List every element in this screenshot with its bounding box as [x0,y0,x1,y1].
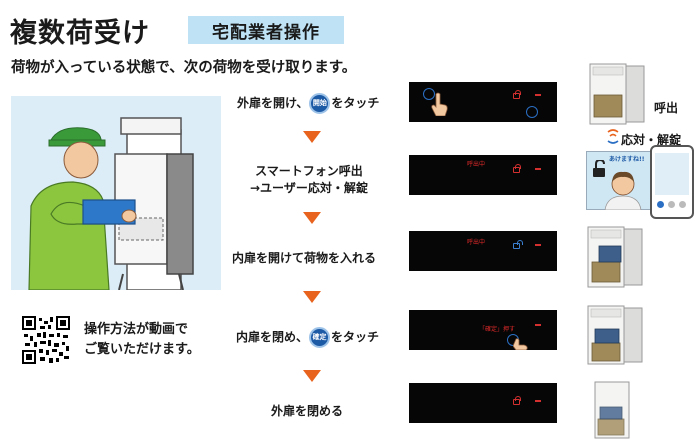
step-2-label: スマートフォン呼出 →ユーザー応対・解錠 [250,163,368,197]
screen-3-status: 呼出中 [467,239,486,246]
phone-button [668,201,675,208]
start-badge: 開始 [309,93,331,114]
qr-caption: 操作方法が動画で ご覧いただけます。 [84,320,200,360]
panel-screen-1 [409,82,557,122]
locker-closed-inner-photo [587,305,643,365]
down-arrow-icon [303,291,321,303]
wireless-signal-icon [607,129,619,144]
smartphone-icon [650,145,694,219]
lock-icon [513,396,521,405]
locker-closed-photo [594,381,630,439]
locker-open-photo [589,63,645,125]
step-4-before: 内扉を閉め、 [236,330,309,344]
unlock-icon [593,160,605,177]
lock-icon [513,164,521,173]
panel-screen-5 [409,383,557,423]
step-1-label: 外扉を開け、開始をタッチ [237,93,379,114]
operator-tag: 宅配業者操作 [188,16,344,44]
delivery-illustration [11,96,221,290]
qr-caption-line1: 操作方法が動画で [84,322,189,337]
down-arrow-icon [303,131,321,143]
locker-loading-photo [587,226,643,288]
phone-button [679,201,686,208]
qr-code[interactable] [22,316,70,364]
down-arrow-icon [303,212,321,224]
down-arrow-icon [303,370,321,382]
status-dash-icon [535,324,541,326]
phone-answer-button [657,201,664,208]
finger-icon [431,92,448,116]
panel-screen-4: 「確定」押す [409,310,557,350]
respond-unlock-callout: 応対・解錠 [621,133,682,147]
user-illustration [604,171,642,210]
lock-icon [513,90,521,99]
confirm-badge: 確定 [309,327,331,348]
call-callout: 呼出 [654,101,679,115]
page-title: 複数荷受け [10,18,150,49]
step-4-label: 内扉を閉め、確定をタッチ [236,327,379,348]
start-button-icon[interactable] [423,88,435,100]
step-1-before: 外扉を開け、 [237,96,309,110]
finger-icon [513,338,528,350]
step-4-after: をタッチ [331,330,380,344]
screen-4-status: 「確定」押す [479,326,516,333]
screen-2-status: 呼出中 [467,161,486,168]
qr-caption-line2: ご覧いただけます。 [84,342,200,357]
status-dash-icon [535,168,541,170]
status-dash-icon [535,244,541,246]
status-dash-icon [535,94,541,96]
phone-screen [655,153,689,195]
step-5-label: 外扉を閉める [271,404,344,418]
speech-bubble: あけますね!! [609,156,645,163]
smartphone-user-scene: あけますね!! [586,151,651,210]
button-ring-icon [526,106,538,118]
panel-screen-2: 呼出中 [409,155,557,195]
panel-screen-3: 呼出中 [409,231,557,271]
step-3-label: 内扉を開けて荷物を入れる [232,251,377,265]
status-dash-icon [535,400,541,402]
step-2-line2: →ユーザー応対・解錠 [250,181,368,195]
courier-at-locker-image [28,117,194,290]
step-2-line1: スマートフォン呼出 [255,164,363,178]
step-1-after: をタッチ [331,96,380,110]
subtitle: 荷物が入っている状態で、次の荷物を受け取ります。 [11,60,357,76]
unlock-icon [513,240,523,249]
